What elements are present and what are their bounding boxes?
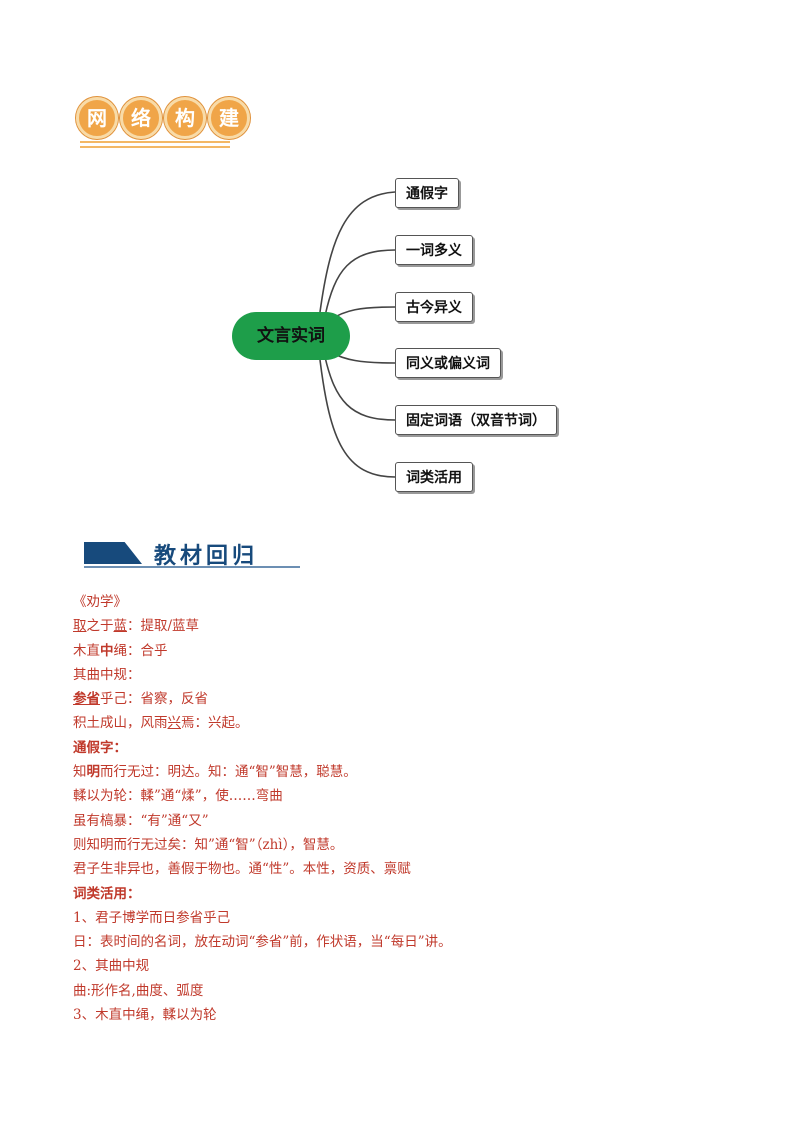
book-title: 《劝学》: [73, 594, 127, 610]
banner-char-1: 网: [76, 97, 118, 139]
lesson-content: 《劝学》 取之于蓝：提取/蓝草 木直中绳：合乎 其曲中规： 参省乎己：省察，反省…: [73, 590, 753, 1027]
banner-char-3: 构: [164, 97, 206, 139]
banner-char-4: 建: [208, 97, 250, 139]
text-span: 蓝: [113, 618, 128, 635]
connector-line: [319, 191, 396, 313]
mind-map-node-tongyi-pianyi: 同义或偏义词: [395, 348, 501, 378]
cilei-huoyong-heading: 词类活用：: [73, 885, 141, 902]
text-span: 乎己：省察，反省: [100, 691, 208, 708]
tongjiazi-heading: 通假字：: [73, 739, 127, 756]
mind-map-node-cilei-huoyong: 词类活用: [395, 462, 473, 492]
banner-underline: [80, 141, 230, 143]
content-line: 虽有槁暴：“有”通“又”: [73, 812, 209, 829]
mind-map-node-gujinyiyi: 古今异义: [395, 292, 473, 322]
section-header-rule: [84, 566, 300, 568]
banner-char-2: 络: [120, 97, 162, 139]
text-span: 明: [86, 764, 101, 781]
content-line: 君子生非异也，善假于物也。通“性”。本性，资质、禀赋: [73, 861, 411, 878]
content-line: 曲:形作名,曲度、弧度: [73, 982, 204, 999]
content-line: 木直中绳：合乎: [73, 639, 753, 663]
content-line: 1、君子博学而日参省乎己: [73, 909, 231, 926]
mind-map-node-yiciduoyi: 一词多义: [395, 235, 473, 265]
text-span: 积土成山，风雨: [73, 715, 168, 732]
mind-map: 文言实词 通假字 一词多义 古今异义 同义或偏义词 固定词语（双音节词） 词类活…: [0, 0, 800, 520]
section-header: 教材回归: [84, 540, 304, 570]
section-title: 教材回归: [154, 544, 259, 569]
content-line: 3、木直中绳，輮以为轮: [73, 1007, 217, 1024]
content-line: 积土成山，风雨兴焉：兴起。: [73, 711, 753, 735]
text-span: 参省: [73, 691, 100, 708]
mind-map-node-tongjiazi: 通假字: [395, 178, 459, 208]
text-span: 中: [100, 642, 114, 659]
content-line: 日：表时间的名词，放在动词“参省”前，作状语，当“每日”讲。: [73, 934, 452, 951]
mind-map-node-guding-ciyu: 固定词语（双音节词）: [395, 405, 557, 435]
connector-line: [319, 359, 396, 478]
connector-line: [324, 356, 396, 421]
text-span: 绳：合乎: [113, 642, 168, 659]
content-line: 参省乎己：省察，反省: [73, 687, 753, 711]
section-banner: 网 络 构 建: [76, 97, 250, 151]
content-line: 2、其曲中规: [73, 958, 150, 975]
text-span: 而行无过：明达。知：通“智”智慧，聪慧。: [100, 764, 357, 781]
content-line: 知明而行无过：明达。知：通“智”智慧，聪慧。: [73, 760, 753, 784]
mind-map-center-node: 文言实词: [232, 312, 350, 360]
mind-map-connectors: [319, 191, 396, 478]
content-line: 其曲中规：: [73, 666, 141, 683]
text-span: 知: [73, 764, 87, 781]
text-span: 之于: [86, 618, 114, 635]
banner-underline: [80, 146, 230, 148]
connector-line: [324, 249, 396, 317]
content-line: 取之于蓝：提取/蓝草: [73, 614, 753, 638]
text-span: ：提取/蓝草: [127, 618, 200, 635]
text-span: 兴: [167, 715, 182, 732]
text-span: 取: [73, 618, 87, 635]
content-line: 则知明而行无过矣：知”通“智”（zhì），智慧。: [73, 836, 344, 853]
text-span: 木直: [73, 642, 100, 659]
section-header-decoration: [84, 542, 142, 564]
content-line: 輮以为轮：輮”通“煣”，使……弯曲: [73, 788, 283, 805]
text-span: 焉：兴起。: [181, 715, 249, 732]
